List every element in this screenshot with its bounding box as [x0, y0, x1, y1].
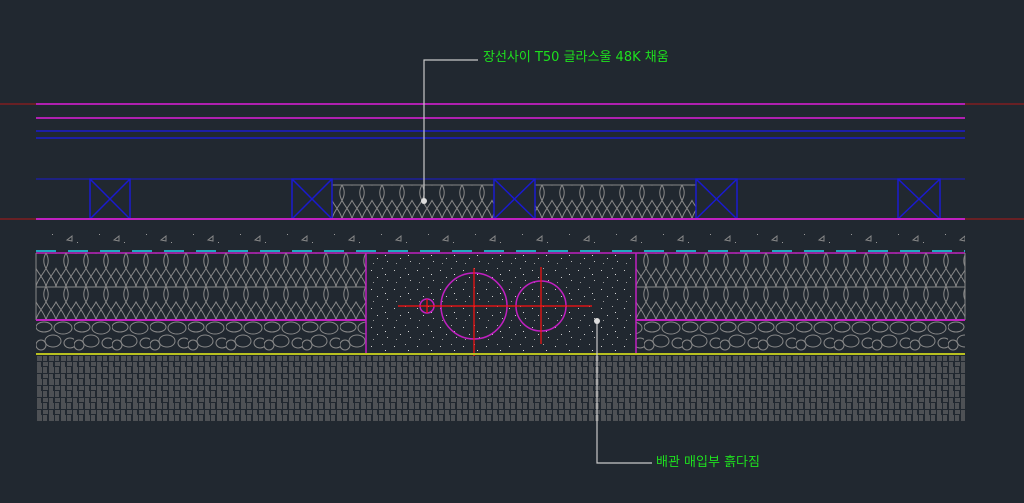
leader-dot-bottom: [594, 318, 600, 324]
compacted-ground: [36, 356, 965, 421]
joist-boxes: [89, 178, 941, 220]
soil-fill: [367, 254, 635, 353]
leader-line-bottom: [596, 321, 652, 464]
joist-box: [89, 178, 131, 220]
joist-box: [291, 178, 333, 220]
joist-box: [695, 178, 738, 220]
gravel-right: [636, 321, 965, 353]
insulation-fill-1: [332, 185, 494, 219]
leader-dot-top: [421, 198, 427, 204]
pipe-centerlines: [398, 267, 592, 356]
concrete-layer: [36, 221, 965, 251]
joist-box: [493, 178, 536, 220]
leader-line-top: [423, 59, 478, 201]
gravel-left: [36, 321, 366, 353]
insulation-borders: [35, 253, 966, 320]
joist-box: [897, 178, 941, 220]
annotation-soil-compaction: 배관 매입부 흙다짐: [656, 455, 760, 470]
insulation-fill-2: [535, 185, 696, 219]
annotation-glass-wool: 장선사이 T50 글라스울 48K 채움: [483, 50, 669, 65]
